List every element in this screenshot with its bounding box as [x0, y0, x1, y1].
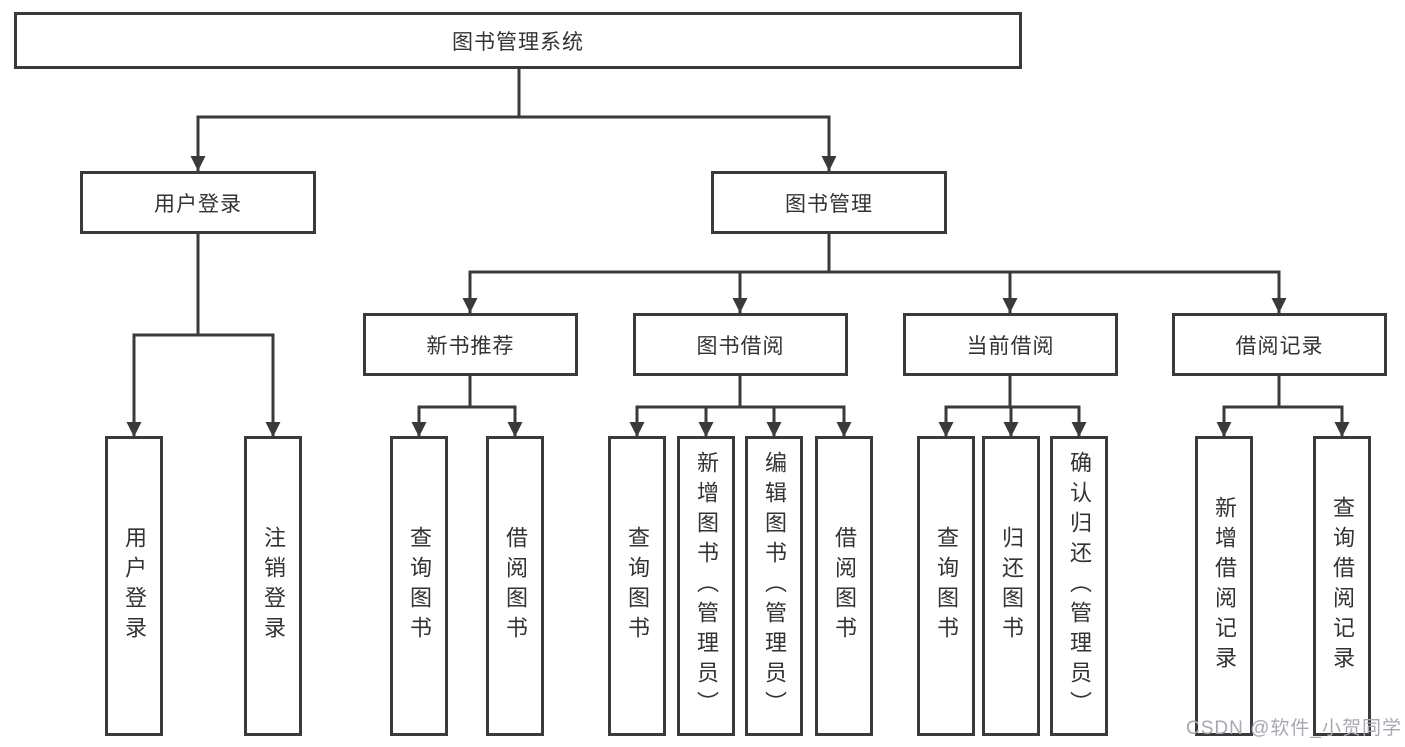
leaf-label: 查询借阅记录 [1330, 496, 1355, 676]
leaf-add-books-admin: 新增图书（管理员） [677, 436, 735, 736]
leaf-label: 新增借阅记录 [1212, 496, 1237, 676]
leaf-label: 查询图书 [625, 526, 650, 646]
leaf-borrow-books: 借阅图书 [815, 436, 873, 736]
leaf-label: 查询图书 [934, 526, 959, 646]
leaf-query-books-recommend: 查询图书 [390, 436, 448, 736]
leaf-user-login: 用户登录 [105, 436, 163, 736]
leaf-confirm-return-admin: 确认归还（管理员） [1050, 436, 1108, 736]
node-user-login: 用户登录 [80, 171, 316, 234]
leaf-label: 注销登录 [261, 526, 286, 646]
leaf-label: 新增图书（管理员） [694, 451, 719, 721]
node-root: 图书管理系统 [14, 12, 1022, 69]
leaf-label: 归还图书 [999, 526, 1024, 646]
node-borrow-records: 借阅记录 [1172, 313, 1387, 376]
node-book-management: 图书管理 [711, 171, 947, 234]
leaf-query-books-current: 查询图书 [917, 436, 975, 736]
leaf-label: 借阅图书 [832, 526, 857, 646]
csdn-watermark: CSDN @软件_小贺同学 [1186, 718, 1402, 739]
leaf-label: 确认归还（管理员） [1067, 451, 1092, 721]
leaf-label: 编辑图书（管理员） [762, 451, 787, 721]
leaf-borrow-books-recommend: 借阅图书 [486, 436, 544, 736]
node-new-book-recommend: 新书推荐 [363, 313, 578, 376]
leaf-query-books-borrow: 查询图书 [608, 436, 666, 736]
leaf-query-borrow-record: 查询借阅记录 [1313, 436, 1371, 736]
node-current-borrow: 当前借阅 [903, 313, 1118, 376]
node-book-borrow: 图书借阅 [633, 313, 848, 376]
leaf-return-books: 归还图书 [982, 436, 1040, 736]
leaf-edit-books-admin: 编辑图书（管理员） [745, 436, 803, 736]
leaf-label: 借阅图书 [503, 526, 528, 646]
leaf-add-borrow-record: 新增借阅记录 [1195, 436, 1253, 736]
leaf-label: 查询图书 [407, 526, 432, 646]
leaf-label: 用户登录 [122, 526, 147, 646]
leaf-logout: 注销登录 [244, 436, 302, 736]
